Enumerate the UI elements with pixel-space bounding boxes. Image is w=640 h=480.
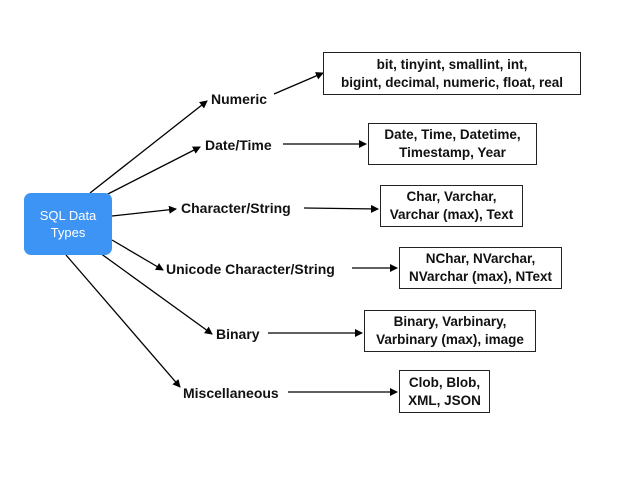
arrow-root-to-binary	[99, 252, 213, 335]
arrow-root-to-character	[111, 205, 177, 217]
types-line: Timestamp, Year	[399, 145, 506, 160]
category-numeric: Numeric	[211, 91, 268, 107]
types-line: NChar, NVarchar,	[425, 251, 536, 266]
types-line: Clob, Blob,	[408, 374, 481, 390]
types-line: Varbinary (max), image	[376, 332, 524, 347]
types-line: Varchar (max), Text	[389, 207, 514, 222]
types-line: NVarchar (max), NText	[408, 269, 553, 284]
types-line: Date, Time, Datetime,	[384, 127, 521, 142]
types-box-miscellaneous: Clob, Blob, XML, JSON	[399, 370, 490, 413]
category-datetime: Date/Time	[205, 137, 272, 153]
types-box-binary: Binary, Varbinary, Varbinary (max), imag…	[364, 310, 536, 352]
arrow-root-to-numeric	[89, 100, 208, 194]
category-binary: Binary	[216, 326, 260, 342]
types-line: Char, Varchar,	[406, 189, 497, 204]
types-line: XML, JSON	[408, 392, 481, 408]
types-line: Binary, Varbinary,	[393, 314, 507, 329]
category-character-string: Character/String	[181, 200, 291, 216]
types-line: bit, tinyint, smallint, int,	[376, 56, 528, 72]
types-line: bigint, decimal, numeric, float, real	[340, 74, 564, 90]
arrow-root-to-misc	[65, 254, 181, 388]
root-node-sql-data-types: SQL Data Types	[24, 193, 112, 255]
arrow-root-to-datetime	[101, 146, 201, 198]
arrow-character-to-types	[303, 204, 379, 213]
types-box-character-string: Char, Varchar, Varchar (max), Text	[380, 185, 523, 227]
arrow-root-to-unicode	[111, 239, 164, 271]
types-box-numeric: bit, tinyint, smallint, int, bigint, dec…	[323, 52, 581, 95]
types-box-datetime: Date, Time, Datetime, Timestamp, Year	[368, 123, 537, 165]
category-miscellaneous: Miscellaneous	[183, 385, 279, 401]
root-label: SQL Data Types	[39, 208, 97, 240]
arrow-numeric-to-types	[273, 72, 324, 95]
category-unicode-character-string: Unicode Character/String	[166, 261, 335, 277]
types-box-unicode-character-string: NChar, NVarchar, NVarchar (max), NText	[399, 247, 562, 289]
